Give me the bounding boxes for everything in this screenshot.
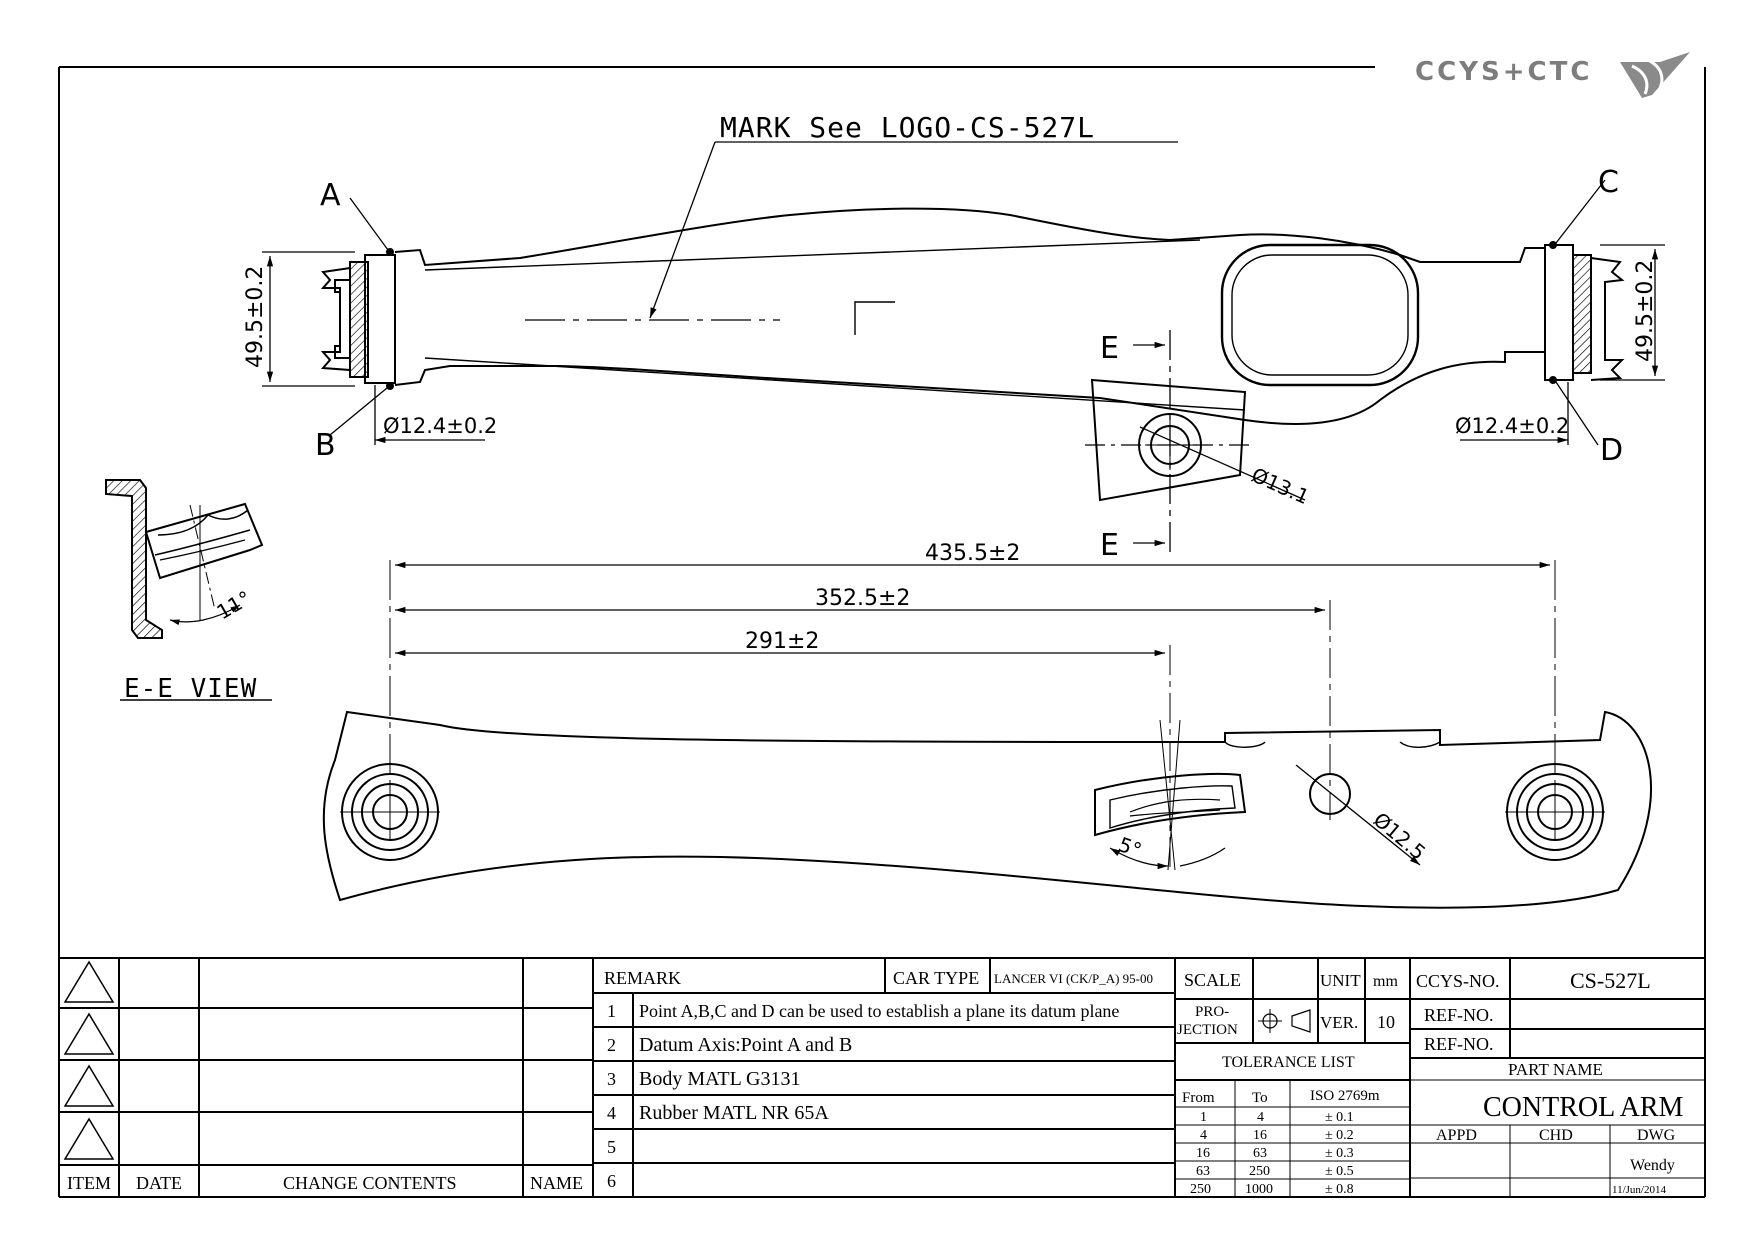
tolerance-title: TOLERANCE LIST (1222, 1054, 1355, 1071)
remark-title: REMARK (604, 968, 681, 988)
remark-text-1: Point A,B,C and D can be used to establi… (639, 1001, 1119, 1021)
section-mark-lower: E (1100, 528, 1119, 563)
top-view-text: MARK See LOGO-CS-527L A B C D 49.5±0.2 4… (243, 111, 1658, 563)
projection-label-2: JECTION (1177, 1022, 1238, 1038)
plan-view (322, 560, 1652, 909)
tolerance-row-2-from: 4 (1200, 1128, 1207, 1143)
ref-no-1-label: REF-NO. (1424, 1005, 1494, 1025)
ref-no-2-label: REF-NO. (1424, 1034, 1494, 1054)
length-2-dim: 352.5±2 (815, 586, 910, 611)
tolerance-row-1-to: 4 (1257, 1110, 1264, 1125)
point-a-label: A (320, 178, 341, 213)
tolerance-row-4-to: 250 (1249, 1164, 1270, 1179)
remark-no-6: 6 (607, 1171, 616, 1191)
point-c-label: C (1598, 165, 1619, 200)
title-block: CCYS-NO. CS-527L REF-NO. REF-NO. PART NA… (1416, 968, 1684, 1196)
right-bushing (1544, 244, 1625, 381)
remark-no-1: 1 (607, 1001, 616, 1021)
tolerance-row-4-from: 63 (1196, 1164, 1210, 1179)
lightening-window-outer (1220, 243, 1420, 387)
title-block-grid (59, 957, 1705, 1197)
section-mark-upper: E (1100, 331, 1119, 366)
car-type-value: LANCER VI (CK/P_A) 95-00 (994, 971, 1153, 986)
tolerance-row-3-to: 63 (1253, 1146, 1267, 1161)
tolerance-row-3-from: 16 (1196, 1146, 1210, 1161)
slot-angle-dim: 5° (1115, 832, 1145, 862)
plan-hole-dim: Ø12.5 (1369, 807, 1431, 864)
top-view-annotations (262, 141, 1665, 555)
part-name-label: PART NAME (1508, 1060, 1603, 1079)
unit-label: UNIT (1320, 971, 1361, 990)
tolerance-header-iso: ISO 2769m (1310, 1088, 1380, 1104)
ccys-no-value: CS-527L (1570, 968, 1651, 993)
point-d-label: D (1600, 433, 1623, 468)
bore-right-dim: Ø12.4±0.2 (1455, 414, 1569, 438)
company-logo: CCYS+CTC (1415, 52, 1690, 98)
chd-label: CHD (1539, 1127, 1573, 1144)
plan-dimension-text: 435.5±2 352.5±2 291±2 5° Ø12.5 (745, 541, 1430, 865)
remark-text-2: Datum Axis:Point A and B (639, 1034, 852, 1056)
rev-date-header: DATE (136, 1173, 182, 1193)
tolerance-header-from: From (1182, 1090, 1215, 1106)
tolerance-row-5-to: 1000 (1245, 1182, 1273, 1197)
remark-table: REMARK CAR TYPE LANCER VI (CK/P_A) 95-00… (604, 968, 1153, 1191)
projection-label-1: PRO- (1195, 1004, 1229, 1020)
version-value: 10 (1377, 1012, 1395, 1032)
scale-label: SCALE (1184, 970, 1241, 990)
car-type-label: CAR TYPE (893, 968, 979, 988)
tolerance-row-1-val: ± 0.1 (1325, 1110, 1354, 1125)
remark-text-3: Body MATL G3131 (639, 1068, 800, 1090)
tolerance-row-5-from: 250 (1190, 1182, 1211, 1197)
rev-item-header: ITEM (67, 1173, 111, 1193)
tolerance-row-3-val: ± 0.3 (1325, 1146, 1354, 1161)
ee-angle-dim: 11° (213, 586, 256, 625)
rev-name-header: NAME (530, 1173, 583, 1193)
revision-table: ITEM DATE CHANGE CONTENTS NAME (67, 1173, 583, 1193)
part-name-value: CONTROL ARM (1483, 1092, 1684, 1123)
remark-no-3: 3 (607, 1069, 616, 1089)
rev-change-header: CHANGE CONTENTS (283, 1173, 457, 1193)
tolerance-table: TOLERANCE LIST From To ISO 2769m 1 4 ± 0… (1182, 1054, 1380, 1197)
tolerance-header-to: To (1252, 1090, 1268, 1106)
drawing-date: 11/Jun/2014 (1612, 1184, 1666, 1196)
appd-label: APPD (1436, 1127, 1477, 1144)
left-bushing (320, 254, 396, 384)
height-right-dim: 49.5±0.2 (1633, 260, 1658, 362)
ee-section-view (105, 479, 272, 701)
mark-note: MARK See LOGO-CS-527L (720, 111, 1095, 144)
remark-no-5: 5 (607, 1137, 616, 1157)
drawn-by: Wendy (1630, 1157, 1675, 1174)
point-b-label: B (315, 428, 336, 463)
bore-left-dim: Ø12.4±0.2 (383, 414, 497, 438)
tolerance-row-4-val: ± 0.5 (1325, 1164, 1354, 1179)
tolerance-row-2-val: ± 0.2 (1325, 1128, 1354, 1143)
plan-dimensions (395, 561, 1550, 870)
dwg-label: DWG (1637, 1127, 1676, 1144)
unit-value: mm (1373, 973, 1398, 990)
tolerance-row-5-val: ± 0.8 (1325, 1182, 1354, 1197)
scale-projection-block: SCALE UNIT mm PRO- JECTION VER. 10 (1177, 970, 1398, 1038)
lightening-window-inner (1231, 254, 1409, 376)
mid-hole-dim: Ø13.1 (1248, 463, 1313, 509)
ccys-no-label: CCYS-NO. (1416, 971, 1500, 991)
tolerance-row-2-to: 16 (1253, 1128, 1267, 1143)
ee-view-label: E-E VIEW (124, 674, 257, 704)
height-left-dim: 49.5±0.2 (243, 266, 268, 368)
top-view (320, 207, 1625, 502)
remark-no-2: 2 (607, 1035, 616, 1055)
logo-text: CCYS+CTC (1415, 57, 1592, 87)
tolerance-row-1-from: 1 (1200, 1110, 1207, 1125)
remark-text-4: Rubber MATL NR 65A (639, 1102, 829, 1124)
remark-no-4: 4 (607, 1103, 616, 1123)
version-label: VER. (1320, 1013, 1358, 1032)
logo-mark (1620, 52, 1690, 98)
overall-length-dim: 435.5±2 (925, 541, 1020, 566)
length-3-dim: 291±2 (745, 629, 819, 654)
